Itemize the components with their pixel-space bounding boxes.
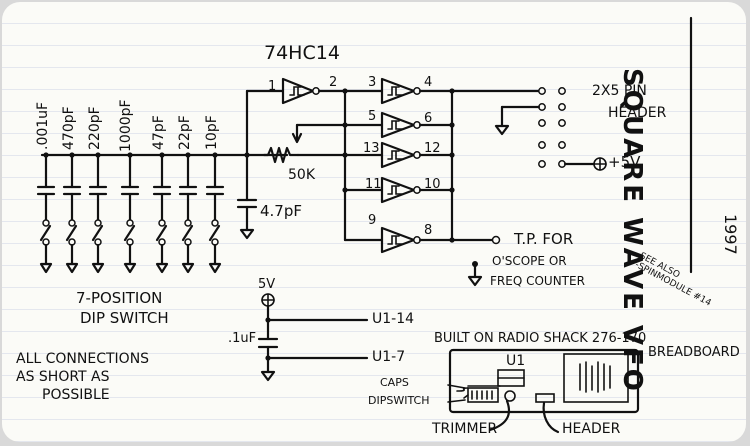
year: 1997 <box>721 214 740 255</box>
test-point-label-3: FREQ COUNTER <box>490 274 585 288</box>
pin-10: 10 <box>424 177 441 192</box>
ic-label: 74HC14 <box>264 42 340 64</box>
bypass-section <box>257 293 369 382</box>
bb-trimmer-label: TRIMMER <box>432 421 498 437</box>
pot-label: 50K <box>288 167 315 183</box>
pin-2: 2 <box>329 75 338 90</box>
cap-switch-branch <box>62 152 82 274</box>
u1-7-label: U1-7 <box>372 349 406 365</box>
supply-label: 5V <box>258 277 276 292</box>
cap-switch-branch <box>120 152 140 274</box>
dip-label-2: DIP SWITCH <box>80 309 169 327</box>
header-label-1: 2X5 PIN <box>592 83 647 99</box>
cap-label-7: 10pF <box>204 115 220 150</box>
pin-header <box>494 87 607 171</box>
inverter-gate <box>343 226 454 254</box>
pin-12: 12 <box>424 141 441 156</box>
dip-label-1: 7-POSITION <box>76 289 163 307</box>
inverter-gate <box>343 111 454 139</box>
note-line-3: POSSIBLE <box>42 387 110 403</box>
cap-switch-branch <box>36 152 56 274</box>
potentiometer <box>262 123 347 164</box>
pin-4: 4 <box>424 75 433 90</box>
cap-switch-branch <box>205 152 225 274</box>
bypass-cap-label: .1uF <box>228 331 257 346</box>
cap-label-3: 220pF <box>87 106 103 150</box>
built-on-label: BUILT ON RADIO SHACK 276-170 <box>434 331 647 346</box>
inverter-1 <box>281 77 320 105</box>
breadboard-sketch <box>447 348 640 434</box>
pin-5: 5 <box>368 109 377 124</box>
inverter-gate <box>343 176 454 204</box>
cap-label-4: 1000pF <box>118 99 134 152</box>
plus5-label: +5V <box>608 153 641 171</box>
index-card: SQUARE WAVE VFO 1997 SEE ALSO -SPINMODUL… <box>2 2 746 442</box>
cap-label-1: .001uF <box>35 101 51 150</box>
test-point <box>491 235 501 245</box>
pin-6: 6 <box>424 111 433 126</box>
pin-8: 8 <box>424 223 433 238</box>
note-line-2: AS SHORT AS <box>16 369 110 385</box>
pin-3: 3 <box>368 75 377 90</box>
inverter-gate <box>343 77 454 105</box>
bb-dip-label: DIPSWITCH <box>368 394 430 407</box>
cap-switch-branch <box>88 152 108 274</box>
test-point-ground <box>467 261 483 287</box>
cap-label-2: 470pF <box>61 106 77 150</box>
pin-9: 9 <box>368 213 377 228</box>
note-line-1: ALL CONNECTIONS <box>16 351 150 367</box>
fixed-cap-label: 4.7pF <box>260 202 303 220</box>
bb-u1-label: U1 <box>506 353 526 369</box>
u1-14-label: U1-14 <box>372 311 415 327</box>
test-point-label-1: T.P. FOR <box>514 230 574 248</box>
header-label-2: HEADER <box>608 105 667 121</box>
cap-switch-branch <box>178 152 198 274</box>
capacitor-branches <box>36 152 225 274</box>
pin-13: 13 <box>363 141 380 156</box>
bb-header-label: HEADER <box>562 421 621 437</box>
pin-1: 1 <box>268 79 277 94</box>
cap-switch-branch <box>152 152 172 274</box>
pin-11: 11 <box>365 177 382 192</box>
test-point-label-2: O'SCOPE OR <box>492 254 567 268</box>
cap-label-5: 47pF <box>151 115 167 150</box>
breadboard-label: BREADBOARD <box>648 345 740 360</box>
inverter-bank <box>343 77 454 254</box>
cap-label-6: 22pF <box>177 115 193 150</box>
fixed-capacitor <box>236 152 258 240</box>
bb-caps-label: CAPS <box>380 376 409 389</box>
inverter-gate <box>343 141 454 169</box>
